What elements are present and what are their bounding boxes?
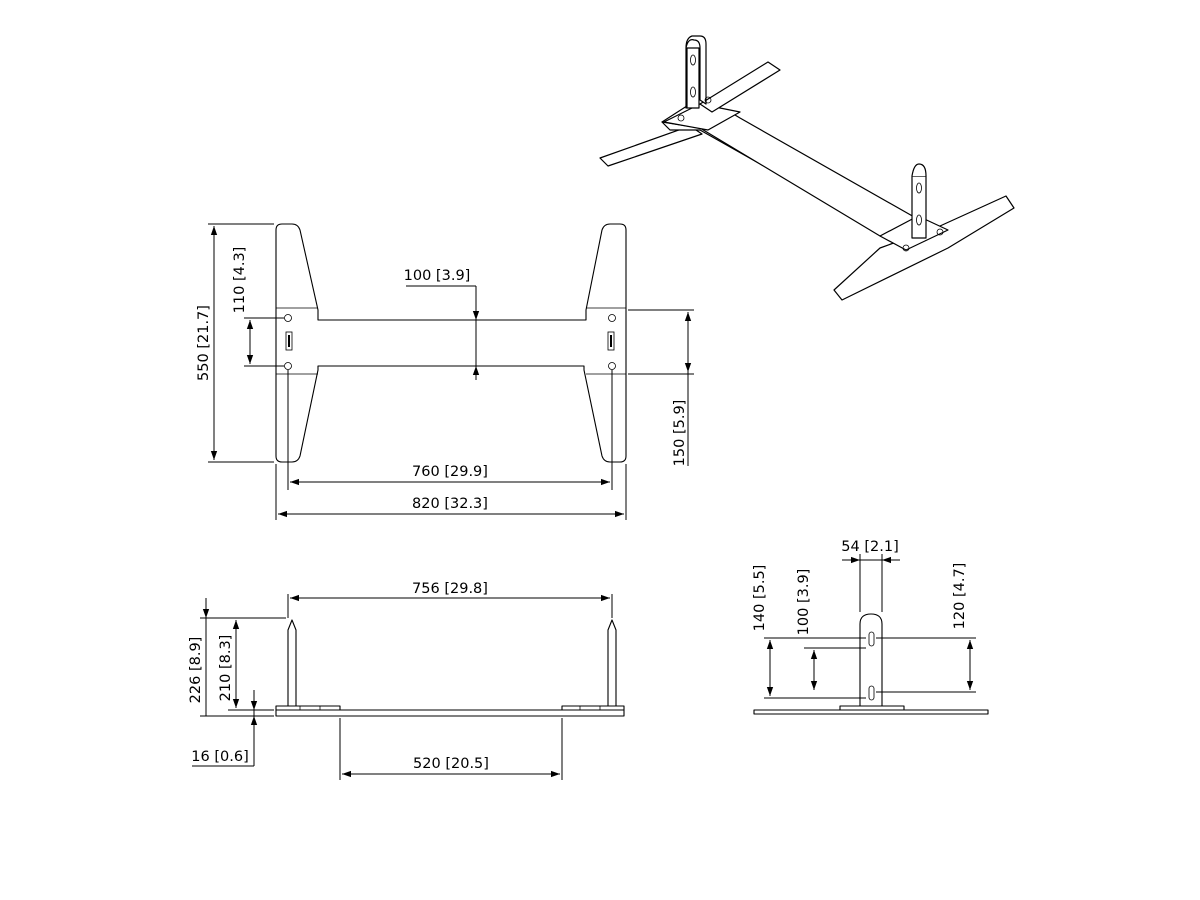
iso-left-hole-2 — [704, 96, 712, 104]
top-view-outline — [275, 223, 627, 463]
side-upright-slot-bottom — [868, 685, 875, 701]
iso-right-upright-slot-top — [916, 182, 922, 194]
label-upright-span: 756 [29.8] — [412, 581, 488, 597]
iso-right-upright-top — [911, 163, 927, 177]
svg-text:110 [4.3]: 110 [4.3] — [232, 247, 248, 314]
iso-right-upright-slot-bottom — [916, 214, 922, 226]
front-left-upright — [287, 619, 297, 707]
side-upright — [859, 613, 883, 707]
label-bottom-slot-height: 120 [4.7] — [952, 563, 968, 630]
right-upright-section — [607, 331, 615, 351]
svg-text:140 [5.5]: 140 [5.5] — [752, 565, 768, 632]
label-height-total: 550 [21.7] — [196, 305, 212, 381]
iso-left-upright — [685, 35, 707, 109]
label-base-thickness: 16 [0.6] — [191, 749, 248, 765]
side-upright-slot-top — [868, 631, 875, 647]
side-base-plate — [753, 709, 989, 715]
svg-text:550 [21.7]: 550 [21.7] — [196, 305, 212, 381]
svg-text:100 [3.9]: 100 [3.9] — [796, 569, 812, 636]
left-upright-slot — [288, 335, 290, 347]
iso-right-arm — [699, 61, 781, 113]
front-view — [192, 594, 625, 780]
svg-text:150 [5.9]: 150 [5.9] — [672, 400, 688, 467]
label-upright-width: 54 [2.1] — [841, 539, 898, 555]
label-slot-spacing: 100 [3.9] — [796, 569, 812, 636]
iso-left-upright-slot-top — [690, 54, 696, 66]
iso-left-mount-plate — [663, 103, 741, 131]
label-overall-height: 226 [8.9] — [188, 637, 204, 704]
left-plate-hole-top — [284, 314, 292, 322]
iso-right-hole-2 — [936, 228, 944, 236]
iso-right-upright-face — [911, 175, 927, 239]
svg-text:226 [8.9]: 226 [8.9] — [188, 637, 204, 704]
side-view — [753, 554, 989, 715]
iso-left-upright-face — [686, 47, 700, 109]
front-right-foot — [561, 705, 625, 711]
label-upright-height: 210 [8.3] — [218, 635, 234, 702]
top-view — [208, 223, 694, 520]
iso-right-hole-1 — [902, 244, 910, 252]
front-right-upright — [607, 619, 617, 707]
isometric-view — [599, 35, 1015, 301]
right-plate-hole-top — [608, 314, 616, 322]
label-plate-width: 150 [5.9] — [672, 400, 688, 467]
svg-text:210 [8.3]: 210 [8.3] — [218, 635, 234, 702]
svg-text:120 [4.7]: 120 [4.7] — [952, 563, 968, 630]
label-hole-span: 760 [29.9] — [412, 464, 488, 480]
label-top-slot-height: 140 [5.5] — [752, 565, 768, 632]
label-foot-spacing: 520 [20.5] — [413, 756, 489, 772]
iso-left-foot — [599, 125, 703, 167]
iso-left-upright-slot-bottom — [690, 86, 696, 98]
iso-right-foot — [833, 195, 1015, 301]
left-plate-hole-bottom — [284, 362, 292, 370]
iso-left-hole-1 — [677, 114, 685, 122]
front-base-plate — [275, 709, 625, 717]
label-plate-hole-spacing: 110 [4.3] — [232, 247, 248, 314]
left-upright-section — [285, 331, 293, 351]
side-foot — [839, 705, 905, 711]
label-overall-width: 820 [32.3] — [412, 496, 488, 512]
label-beam-width: 100 [3.9] — [404, 268, 471, 284]
front-left-foot — [275, 705, 341, 711]
right-plate-hole-bottom — [608, 362, 616, 370]
right-upright-slot — [610, 335, 612, 347]
